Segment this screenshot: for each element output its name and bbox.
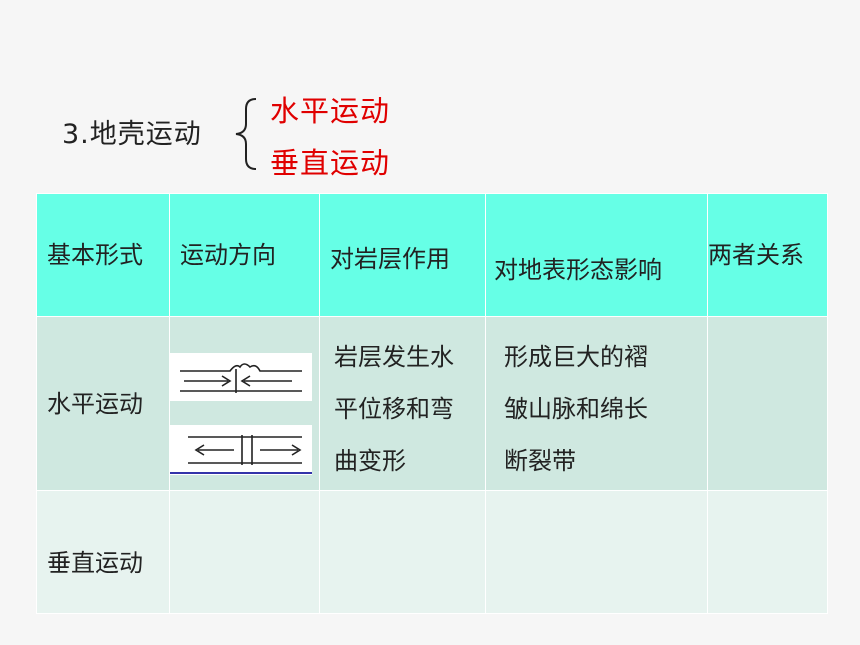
branch-vertical: 垂直运动 <box>270 146 391 180</box>
header-cell: 对岩层作用 <box>319 193 486 317</box>
landform-line: 断裂带 <box>504 447 576 475</box>
landform-cell <box>485 490 708 614</box>
effect-line: 岩层发生水 <box>334 343 454 371</box>
landform-cell: 形成巨大的褶 皱山脉和绵长 断裂带 <box>485 316 708 491</box>
branch-horizontal: 水平运动 <box>270 94 391 128</box>
table-row: 垂直运动 <box>36 490 828 614</box>
title-area: 3.地壳运动 水平运动 垂直运动 <box>0 0 860 190</box>
comparison-table: 基本形式 运动方向 对岩层作用 对地表形态影响 两者关系 水平运动 <box>36 193 828 614</box>
landform-line: 皱山脉和绵长 <box>504 395 648 423</box>
relation-cell <box>707 316 828 491</box>
form-cell: 水平运动 <box>36 316 170 491</box>
landform-line: 形成巨大的褶 <box>504 343 648 371</box>
table-row: 水平运动 <box>36 316 828 491</box>
tension-arrows-diagram-icon <box>170 425 312 475</box>
effect-line: 平位移和弯 <box>334 395 454 423</box>
effect-cell <box>319 490 486 614</box>
relation-cell <box>707 490 828 614</box>
effect-cell: 岩层发生水 平位移和弯 曲变形 <box>319 316 486 491</box>
compression-arrows-diagram-icon <box>170 353 312 401</box>
form-cell: 垂直运动 <box>36 490 170 614</box>
curly-brace-icon <box>235 98 257 170</box>
table-header-row: 基本形式 运动方向 对岩层作用 对地表形态影响 两者关系 <box>36 193 828 317</box>
header-cell: 对地表形态影响 <box>485 193 708 317</box>
section-title: 3.地壳运动 <box>62 119 202 150</box>
direction-cell <box>169 316 320 491</box>
header-cell: 两者关系 <box>707 193 828 317</box>
header-cell: 基本形式 <box>36 193 170 317</box>
header-cell: 运动方向 <box>169 193 320 317</box>
direction-cell <box>169 490 320 614</box>
effect-line: 曲变形 <box>334 447 406 475</box>
